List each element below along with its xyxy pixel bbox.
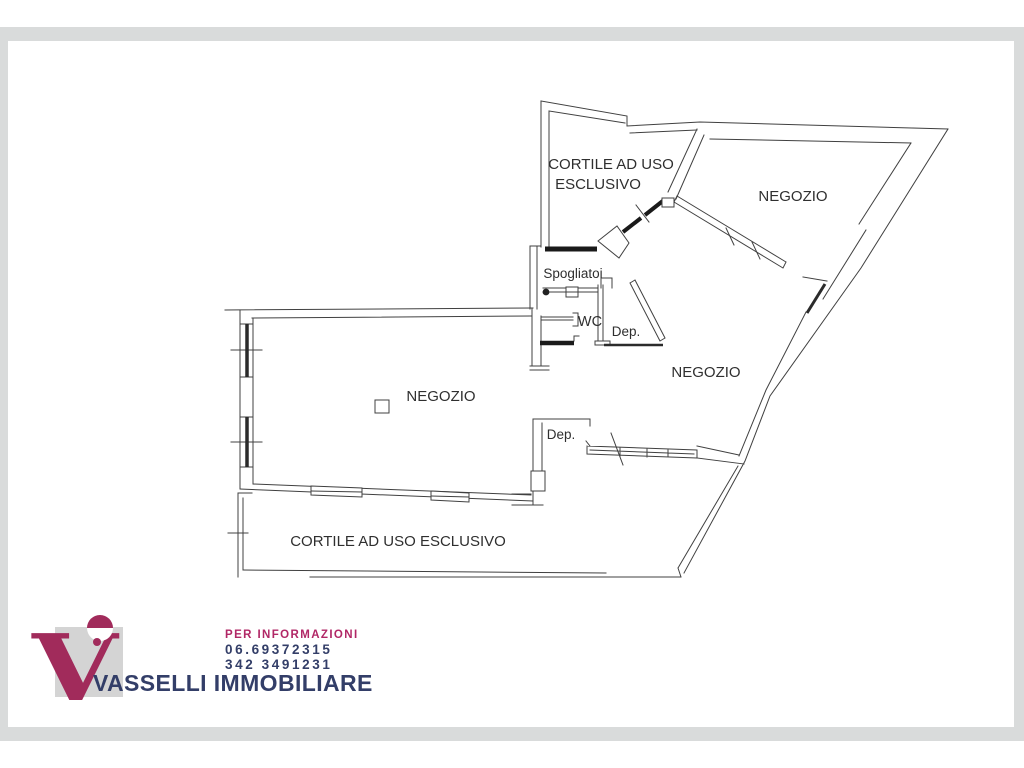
sheet-frame-bottom: [0, 727, 1024, 741]
label-courtyard-top-line2: ESCLUSIVO: [555, 176, 641, 193]
door-knob-symbol: [542, 288, 550, 296]
label-spogliatoi: Spogliatoi: [543, 266, 602, 281]
label-negozio-top-right: NEGOZIO: [758, 188, 827, 205]
room-labels: CORTILE AD USO ESCLUSIVO NEGOZIO NEGOZIO…: [290, 156, 827, 550]
label-courtyard-top-line1: CORTILE AD USO: [548, 156, 674, 173]
logo-person-icon: [87, 615, 113, 646]
door-notch: [661, 197, 675, 208]
courtyard-door: [621, 198, 666, 234]
label-courtyard-bottom: CORTILE AD USO ESCLUSIVO: [290, 533, 506, 550]
label-negozio-center: NEGOZIO: [671, 364, 740, 381]
label-wc: WC: [578, 314, 602, 330]
bottom-window-midlines: [310, 490, 470, 498]
label-dep-upper: Dep.: [612, 324, 641, 339]
label-negozio-left: NEGOZIO: [406, 388, 475, 405]
contact-heading: PER INFORMAZIONI: [225, 629, 359, 641]
company-name: VASSELLI IMMOBILIARE: [93, 670, 373, 696]
logo-background-square: [55, 627, 123, 697]
phone-number-1: 06.69372315: [225, 642, 333, 657]
contact-block: PER INFORMAZIONI 06.69372315 342 3491231: [225, 629, 359, 671]
door-leaf: [597, 225, 630, 259]
bottom-wall-windows: [310, 485, 470, 503]
door-and-window-symbols: [245, 197, 827, 503]
right-wall-window: [805, 283, 827, 314]
sheet-frame-left: [0, 27, 8, 741]
phone-number-2: 342 3491231: [225, 657, 333, 672]
sheet-frame-top: [0, 27, 1024, 41]
sheet-frame-right: [1014, 27, 1024, 741]
label-dep-lower: Dep.: [547, 427, 576, 442]
pillar-symbol: [374, 399, 390, 414]
